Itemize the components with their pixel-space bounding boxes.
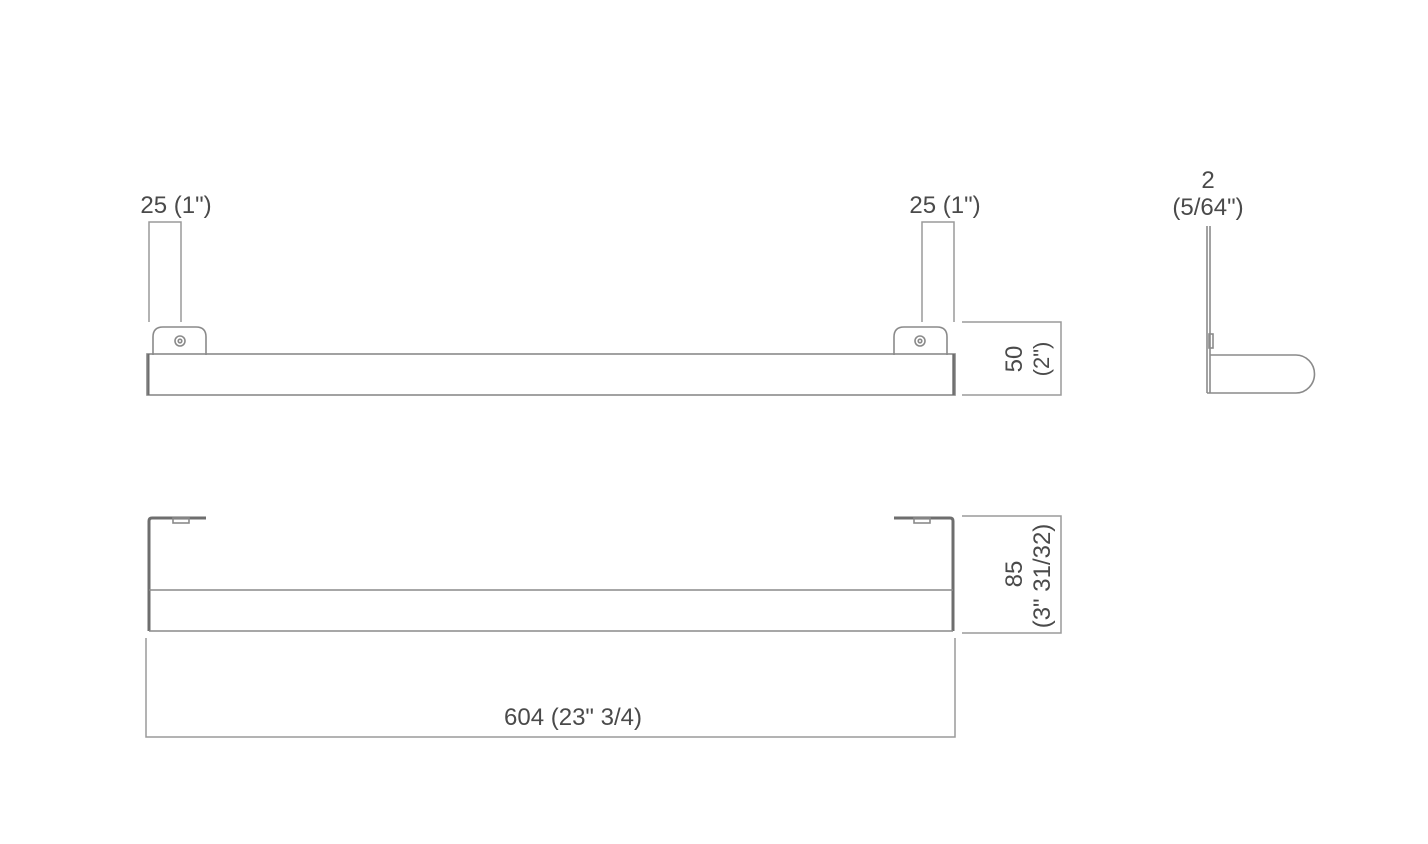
bar-body-top: [149, 589, 953, 632]
side-view: 2 (5/64"): [1172, 167, 1316, 394]
right-bracket-dimension: 25 (1"): [909, 192, 981, 322]
left-mounting-bracket: [152, 326, 207, 355]
front-view: 25 (1") 25 (1") 50 (2"): [140, 192, 1062, 396]
top-view: 85 (3" 31/32) 604 (23" 3/4): [145, 515, 1062, 738]
height-dimension: 50 (2"): [962, 321, 1062, 396]
depth-inches-label: (3" 31/32): [1029, 524, 1056, 629]
length-label: 604 (23" 3/4): [504, 704, 642, 731]
thickness-inches-label: (5/64"): [1172, 194, 1243, 221]
height-inches-label: (2"): [1029, 342, 1054, 377]
depth-value-label: 85: [1001, 561, 1028, 588]
bar-body-front: [146, 353, 956, 396]
left-bracket-width-label: 25 (1"): [140, 192, 211, 219]
screw-icon: [914, 335, 926, 347]
height-value-label: 50: [1001, 346, 1028, 373]
right-bracket-width-label: 25 (1"): [909, 192, 980, 219]
left-clip: [172, 517, 190, 524]
thickness-value-label: 2: [1201, 167, 1214, 194]
mount-clip: [1208, 333, 1214, 349]
right-clip: [913, 517, 931, 524]
right-mounting-bracket: [893, 326, 948, 355]
depth-dimension: 85 (3" 31/32): [962, 515, 1062, 634]
left-bracket-dimension: 25 (1"): [140, 192, 212, 322]
screw-icon: [174, 335, 186, 347]
length-dimension: 604 (23" 3/4): [145, 638, 956, 738]
